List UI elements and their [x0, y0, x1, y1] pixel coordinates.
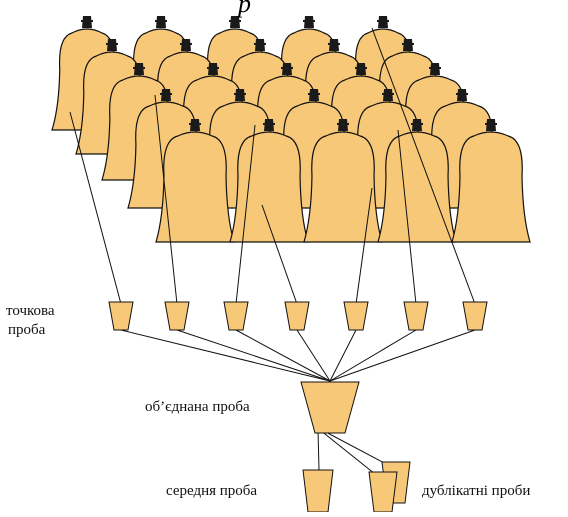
bag-r5-c3 [303, 119, 383, 243]
title-fragment: р [238, 0, 251, 18]
merge-line-5 [329, 329, 357, 382]
sampling-line-4 [261, 204, 298, 305]
sampling-line-2 [154, 94, 178, 305]
combined-sample-container [300, 381, 360, 434]
bag-r5-c1 [155, 119, 235, 243]
merge-line-7 [329, 329, 476, 382]
line-to-duplicate-2 [321, 429, 391, 467]
sampling-line-7 [371, 27, 476, 305]
bag-body [377, 131, 457, 243]
sampling-line-3 [235, 124, 256, 305]
bag-r5-c2 [229, 119, 309, 243]
bags-group [51, 16, 531, 243]
bag-body [155, 131, 235, 243]
merge-line-4 [296, 329, 331, 382]
line-to-average [317, 429, 320, 471]
label-combined-sample: об’єднана проба [145, 399, 250, 415]
merge-line-2 [176, 329, 331, 382]
sampling-line-5 [355, 187, 373, 305]
connector-lines [69, 27, 476, 475]
bag-body [303, 131, 383, 243]
average-sample-container [302, 469, 334, 513]
point-sample-cup-2 [164, 301, 190, 331]
merge-line-6 [329, 329, 417, 382]
line-to-duplicate-1 [319, 429, 376, 475]
merge-line-1 [120, 329, 331, 382]
point-sample-cup-6 [403, 301, 429, 331]
bag-r5-c5 [451, 119, 531, 243]
label-point-sample-line1: точкова [6, 303, 55, 319]
label-average-sample: середня проба [166, 483, 258, 499]
duplicate-sample-container-front [368, 471, 398, 513]
point-sample-cup-5 [343, 301, 369, 331]
point-sample-cup-3 [223, 301, 249, 331]
bag-body [229, 131, 309, 243]
merge-line-3 [235, 329, 331, 382]
point-sample-cup-4 [284, 301, 310, 331]
sampling-line-1 [69, 111, 122, 305]
bag-r5-c4 [377, 119, 457, 243]
label-point-sample-line2: проба [8, 322, 46, 338]
sampling-line-6 [397, 129, 417, 305]
label-point-sample: точкова проба [6, 302, 55, 340]
point-sample-cup-7 [462, 301, 488, 331]
label-duplicate-samples: дублікатні проби [422, 483, 531, 499]
bag-body [451, 131, 531, 243]
point-sample-cup-1 [108, 301, 134, 331]
sample-containers [108, 301, 488, 513]
